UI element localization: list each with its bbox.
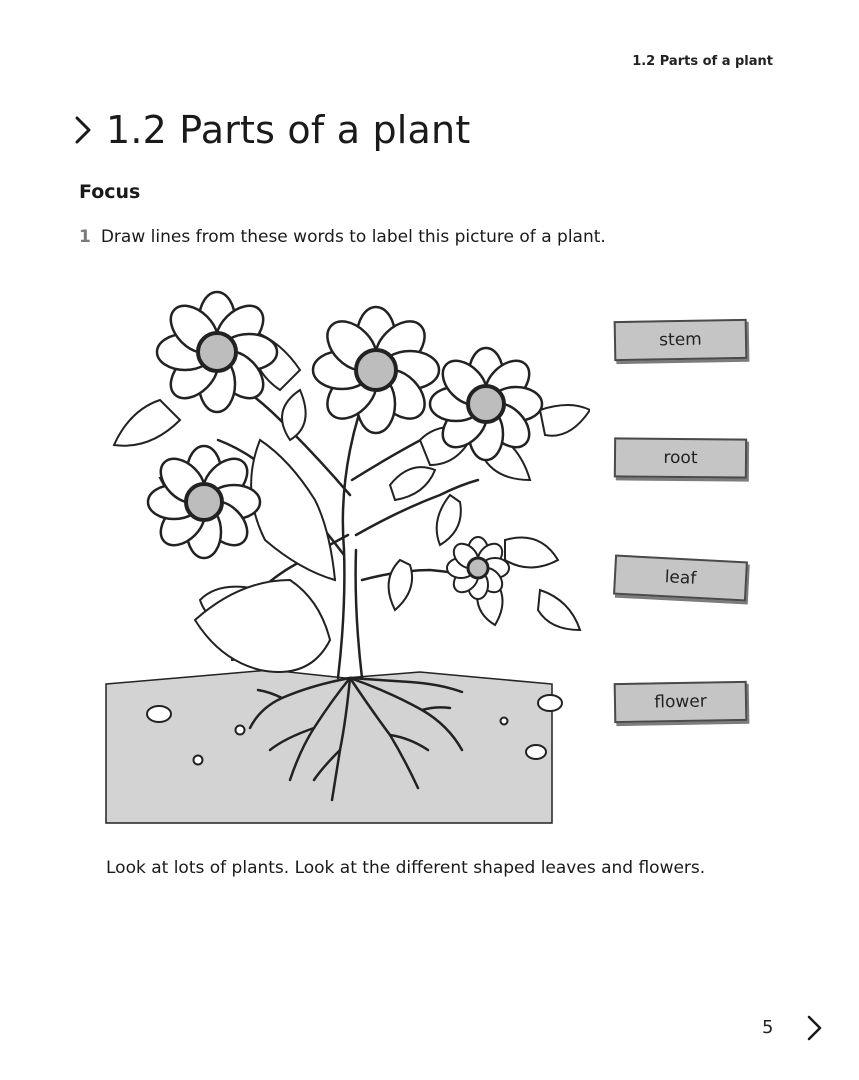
question-number: 1 — [79, 227, 91, 247]
flower-top-left — [157, 292, 277, 412]
label-leaf[interactable]: leaf — [613, 555, 748, 602]
running-head: 1.2 Parts of a plant — [632, 54, 773, 69]
footer-instruction: Look at lots of plants. Look at the diff… — [106, 858, 705, 878]
title-row: 1.2 Parts of a plant — [74, 108, 470, 152]
chevron-right-icon[interactable] — [806, 1014, 824, 1042]
section-heading: Focus — [79, 181, 140, 203]
label-stem[interactable]: stem — [614, 319, 748, 361]
flower-small-right — [447, 537, 509, 599]
label-flower[interactable]: flower — [614, 681, 748, 723]
page-title: 1.2 Parts of a plant — [106, 108, 470, 152]
flower-middle-left — [148, 446, 260, 558]
label-root[interactable]: root — [614, 437, 747, 478]
flower-top-center — [313, 307, 439, 433]
chevron-right-icon — [74, 115, 92, 145]
question: 1 Draw lines from these words to label th… — [79, 227, 606, 247]
plant-illustration — [100, 280, 590, 825]
page-number: 5 — [762, 1017, 773, 1038]
question-text: Draw lines from these words to label thi… — [101, 227, 606, 247]
flower-top-right — [430, 348, 542, 460]
soil — [106, 670, 552, 823]
